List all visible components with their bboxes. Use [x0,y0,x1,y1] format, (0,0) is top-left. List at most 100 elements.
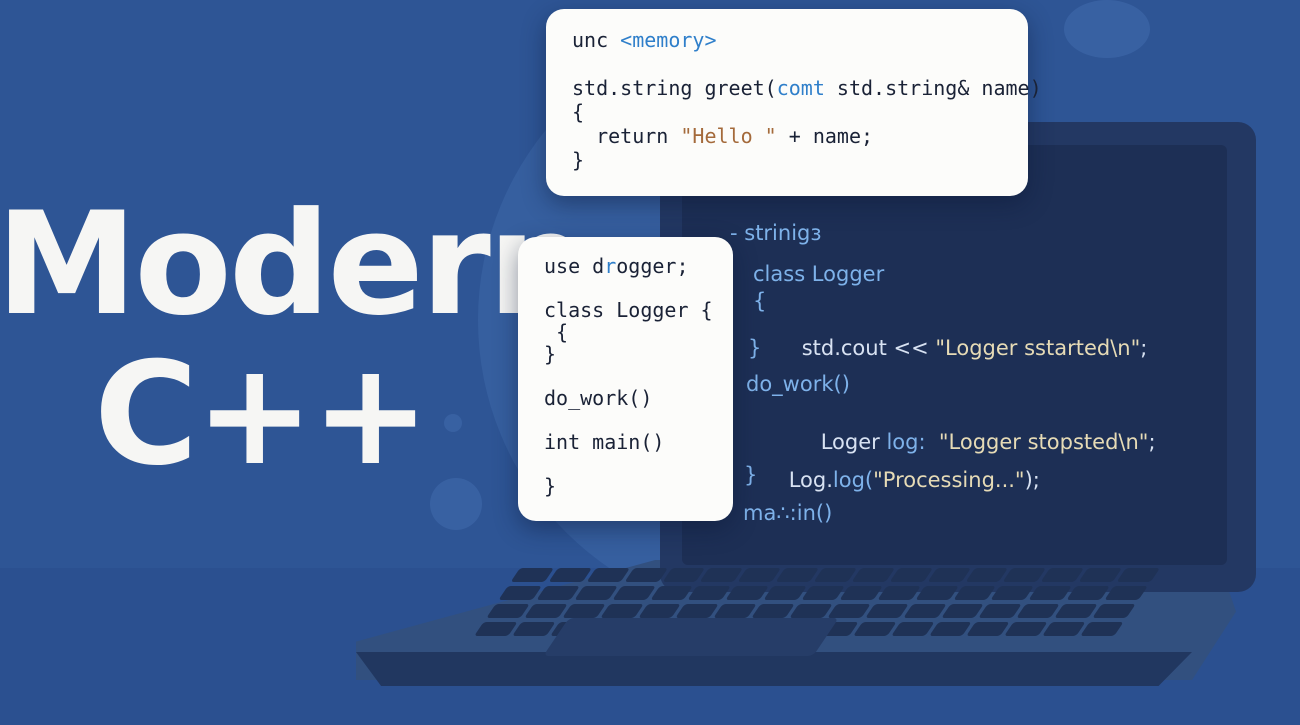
keyboard-key [486,604,530,618]
code-token: log: [879,430,939,454]
code-token: std.string& name) [824,76,1042,100]
keyboard-key [474,622,518,636]
title-line-cpp: C++ [94,332,430,497]
keyboard-key [1066,586,1110,600]
keyboard-key [737,568,782,582]
code-line: Log.log("Processing..."); [762,444,1040,516]
code-string: "Hello " [680,124,777,148]
keyboard-key [789,604,833,618]
code-token: unc [572,28,621,52]
keyboard-key [952,586,997,600]
code-line: unc <memory> [572,28,1042,52]
keyboard-key [940,604,985,618]
code-line: class Logger [753,262,885,286]
keyboard-key [990,586,1035,600]
keyboard-key [851,568,895,582]
code-line: Loger log: "Logger stopsted\n"; [794,406,1156,478]
code-line: } [544,474,557,498]
background-bubble [444,414,462,432]
code-keyword: comt [776,76,825,100]
keyboard-key [637,604,682,618]
title-line-modern: Modern [0,182,589,347]
keyboard-key [586,568,630,582]
keyboard-key [599,604,644,618]
keyboard-key [813,568,857,582]
code-token: + name; [776,124,874,148]
code-token: ; [1140,336,1148,360]
keyboard-key [1078,568,1123,582]
code-snippet: unc <memory> std.string greet(comt std.s… [572,28,1042,172]
keyboard-key [562,604,606,618]
code-token: std.string greet( [572,76,777,100]
code-token: Loger [820,430,880,454]
keyboard-key [915,586,959,600]
code-line: } [572,148,585,172]
keyboard-key [713,604,757,618]
code-card-top: unc <memory> std.string greet(comt std.s… [546,9,1042,196]
code-line: return "Hello " + name; [572,124,1042,148]
keyboard-key [1004,622,1048,636]
keyboard-key [965,568,1009,582]
page-title: Modern C++ [0,182,589,497]
keyboard-key [536,586,580,600]
keyboard-key [827,604,871,618]
keyboard-key [524,604,568,618]
code-blank-line [544,365,713,387]
keyboard-key [902,604,947,618]
keyboard-key [775,568,820,582]
keyboard-key [1028,586,1073,600]
keyboard-key [548,568,592,582]
code-token: use d [544,254,605,278]
keyboard-key [725,586,770,600]
keyboard-key [1054,604,1098,618]
code-keyword: <memory> [620,28,717,52]
code-line: } [748,336,762,360]
keyboard-key [1040,568,1085,582]
code-string: "Logger sstarted\n" [935,336,1141,360]
keyboard-key [852,622,897,636]
code-string: "Processing..." [873,468,1025,492]
code-line: do_work() [746,372,850,396]
code-line: } [544,342,557,366]
code-keyword: r [604,254,617,278]
laptop-screen [682,145,1227,565]
keyboard-key [839,586,883,600]
keyboard-key [877,586,921,600]
code-line: do_work() [544,386,653,410]
code-blank-line [544,453,713,475]
code-token: Log. [788,468,833,492]
keyboard-key [928,622,973,636]
code-token: ogger; [616,254,689,278]
keyboard-key [699,568,744,582]
keyboard-key [889,568,933,582]
code-blank-line [544,409,713,431]
code-blank-line [544,277,713,299]
keyboard-key [1003,568,1047,582]
keyboard-key [1016,604,1060,618]
keyboard-key [675,604,719,618]
keyboard-key [512,622,556,636]
code-token: log( [832,468,874,492]
keyboard-key [966,622,1010,636]
code-token: ); [1024,468,1040,492]
code-blank-line [572,52,1042,76]
code-line: use drogger; [544,255,713,277]
code-card-left: use drogger; class Logger { {} do_work()… [518,237,733,521]
keyboard-key [649,586,694,600]
code-line: std.string greet(comt std.string& name) [572,76,1042,100]
code-line: int main() [544,430,665,454]
keyboard-key [687,586,732,600]
keyboard-key [624,568,668,582]
keyboard-key [1042,622,1086,636]
keyboard-key [978,604,1023,618]
keyboard-key [498,586,542,600]
laptop-trackpad [543,618,839,656]
keyboard-key [751,604,795,618]
keyboard-key [890,622,935,636]
keyboard-key [612,586,656,600]
code-line: - strinigз [730,221,822,245]
code-line: } [744,463,758,487]
laptop-base-edge [356,652,1192,686]
background-bubble [1064,0,1150,58]
code-line: { [753,289,767,313]
